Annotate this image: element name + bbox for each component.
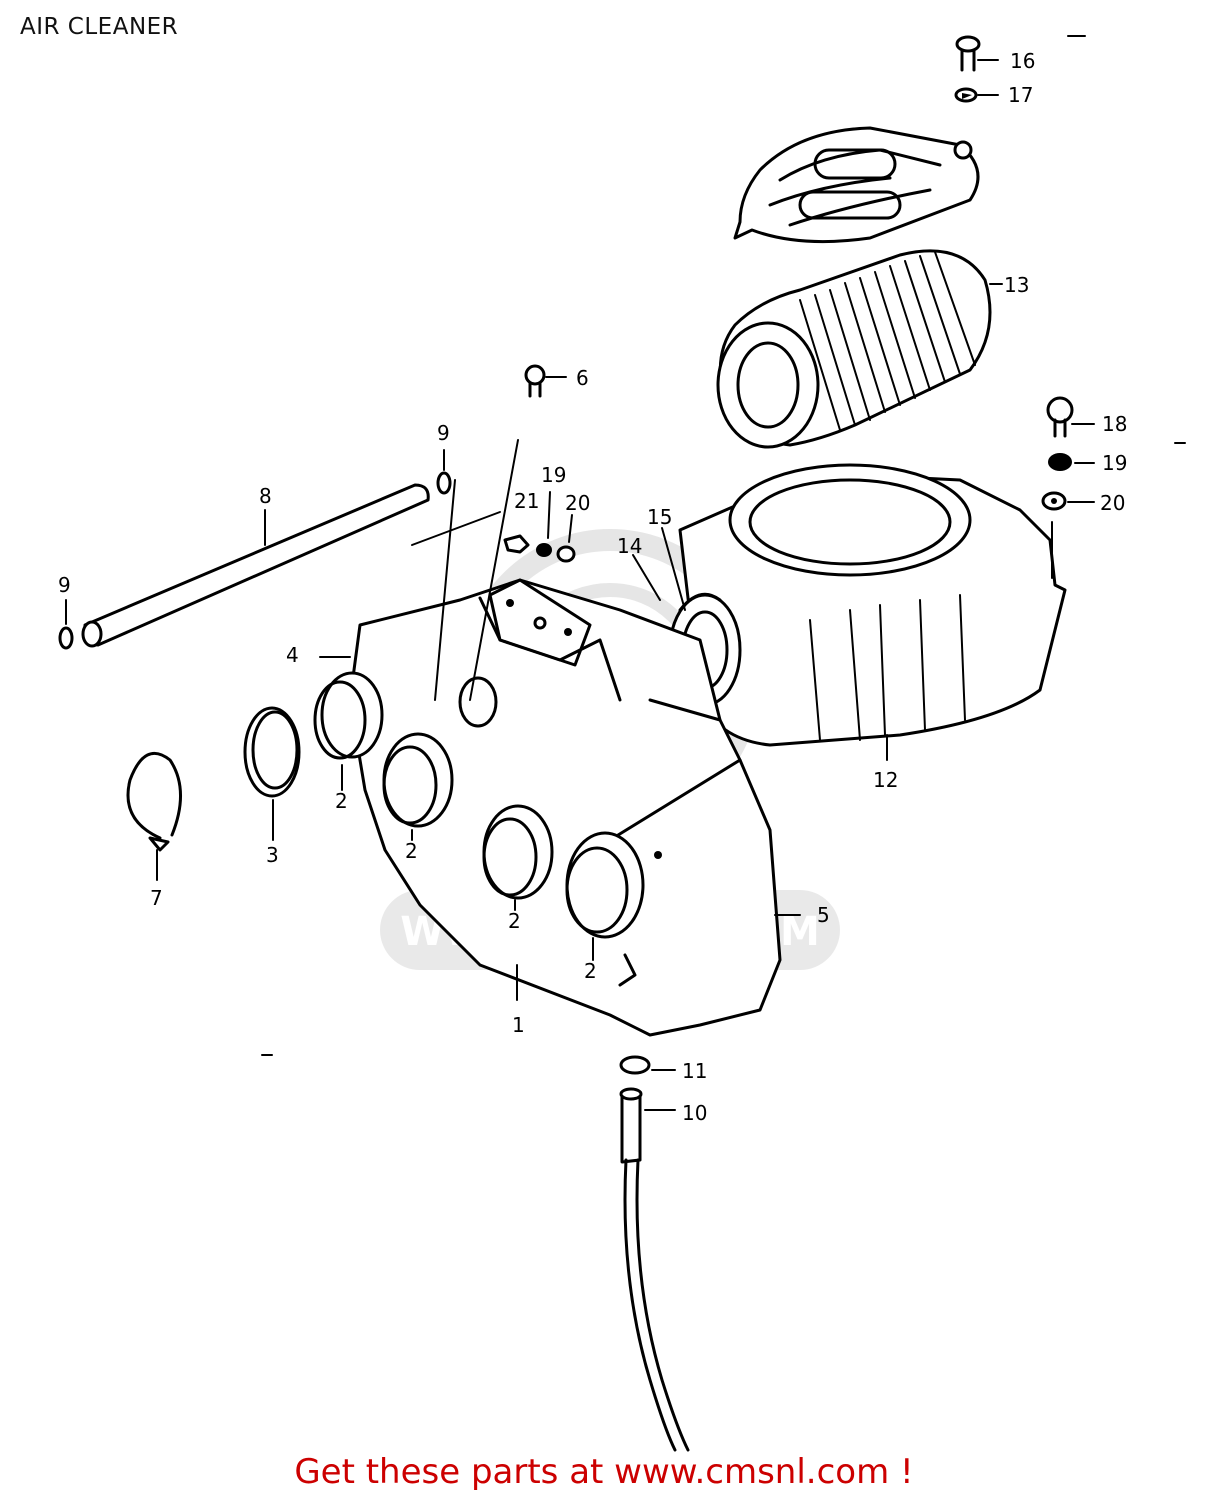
callout-1: 1 [512, 1013, 525, 1037]
callout-14: 14 [617, 534, 642, 558]
part-20-washer-right[interactable] [1041, 491, 1095, 511]
callout-18: 18 [1102, 412, 1127, 436]
callout-9b: 9 [437, 421, 450, 445]
part-1-air-cleaner-case-lower[interactable] [319, 578, 801, 1037]
part-8-breather-tube[interactable] [81, 483, 430, 648]
part-2-intake-joint-3[interactable] [482, 804, 554, 911]
part-12-air-cleaner-case-upper[interactable] [678, 463, 1067, 761]
part-15-clamp[interactable] [661, 527, 722, 612]
callout-2c: 2 [508, 909, 521, 933]
callout-19a: 19 [541, 463, 566, 487]
callout-7: 7 [150, 886, 163, 910]
callout-labels: 1 2 2 2 2 3 4 5 6 7 8 9 9 10 11 12 13 14… [58, 49, 1127, 1125]
callout-21: 21 [514, 489, 539, 513]
part-9-clip-top[interactable] [436, 449, 452, 495]
callout-2a: 2 [335, 789, 348, 813]
callout-15: 15 [647, 505, 672, 529]
part-19-grommet-right[interactable] [1048, 453, 1095, 471]
callout-6: 6 [576, 366, 589, 390]
callout-13: 13 [1004, 273, 1029, 297]
part-2-intake-joint-4[interactable] [565, 831, 645, 961]
part-17-washer[interactable] [954, 87, 999, 103]
part-21-screw[interactable] [503, 534, 530, 554]
callout-10: 10 [682, 1101, 707, 1125]
part-9-clip-left[interactable] [58, 599, 74, 650]
part-7-clamp[interactable] [126, 751, 182, 881]
part-6-bolt[interactable] [524, 364, 567, 398]
callout-16: 16 [1010, 49, 1035, 73]
callout-20b: 20 [1100, 491, 1125, 515]
callout-2d: 2 [584, 959, 597, 983]
part-2-intake-joint-1[interactable] [313, 671, 384, 791]
page-title: AIR CLEANER [20, 14, 179, 40]
part-18-bolt[interactable] [1046, 396, 1095, 438]
callout-5: 5 [817, 903, 830, 927]
callout-11: 11 [682, 1059, 707, 1083]
part-3-band[interactable] [243, 706, 301, 841]
footer-get-parts-link[interactable]: Get these parts at www.cmsnl.com ! [294, 1452, 914, 1492]
part-11-cap[interactable] [619, 1055, 676, 1075]
part-20-washer-left[interactable] [556, 514, 576, 563]
callout-3: 3 [266, 843, 279, 867]
part-13-air-filter-element[interactable] [716, 249, 1003, 449]
air-cleaner-cover[interactable] [733, 126, 980, 244]
part-2-intake-joint-2[interactable] [382, 732, 454, 841]
callout-17: 17 [1008, 83, 1033, 107]
callout-4: 4 [286, 643, 299, 667]
callout-19b: 19 [1102, 451, 1127, 475]
callout-2b: 2 [405, 839, 418, 863]
part-19-grommet-left[interactable] [536, 491, 552, 557]
callout-20a: 20 [565, 491, 590, 515]
callout-12: 12 [873, 768, 898, 792]
part-10-drain-hose[interactable] [619, 1087, 690, 1452]
part-16-bolt[interactable] [955, 35, 999, 72]
callout-8: 8 [259, 484, 272, 508]
callout-9a: 9 [58, 573, 71, 597]
